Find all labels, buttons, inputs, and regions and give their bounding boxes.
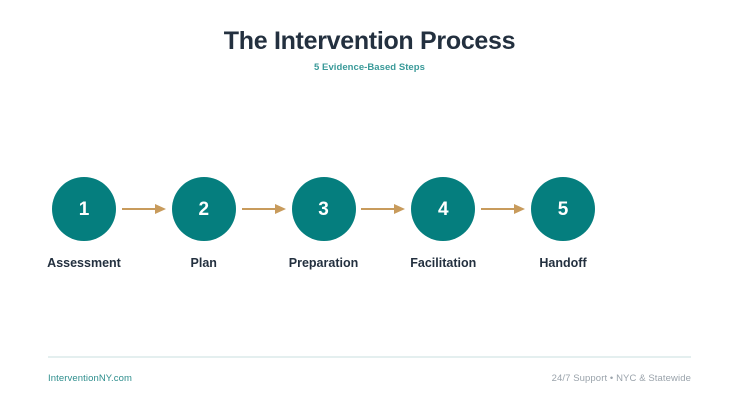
process-step-4[interactable]: 4 Facilitation — [410, 177, 477, 271]
process-step-5[interactable]: 5 Handoff — [531, 177, 595, 271]
step-circle-3: 3 — [291, 177, 356, 241]
process-step-1[interactable]: 1 Assessment — [47, 177, 121, 271]
step-number-3: 3 — [318, 198, 329, 220]
arrow-right-icon — [121, 204, 166, 214]
step-label-4: Facilitation — [410, 256, 477, 270]
process-step-3[interactable]: 3 Preparation — [288, 177, 359, 271]
arrow-right-icon — [241, 204, 286, 214]
header: The Intervention Process 5 Evidence-Base… — [0, 26, 739, 75]
connector-3 — [356, 177, 412, 241]
step-number-5: 5 — [557, 198, 569, 220]
connector-1 — [116, 177, 172, 241]
step-circle-4: 4 — [411, 177, 476, 241]
connector-4 — [475, 177, 531, 241]
step-label-1: Assessment — [47, 256, 121, 270]
step-label-5: Handoff — [539, 256, 587, 270]
step-circle-2: 2 — [171, 177, 236, 241]
process-flow: 1 Assessment 2 Plan 3 P — [47, 177, 595, 271]
step-label-2: Plan — [190, 256, 217, 270]
arrow-right-icon — [361, 204, 406, 214]
footer-website-link[interactable]: InterventionNY.com — [48, 373, 133, 384]
process-step-2[interactable]: 2 Plan — [171, 177, 236, 271]
page-subtitle: 5 Evidence-Based Steps — [314, 62, 425, 73]
step-number-1: 1 — [78, 198, 90, 220]
step-label-3: Preparation — [288, 256, 359, 270]
step-number-4: 4 — [437, 198, 449, 220]
step-circle-5: 5 — [531, 177, 595, 241]
arrow-right-icon — [481, 204, 526, 214]
footer-divider — [48, 356, 691, 358]
page-title: The Intervention Process — [223, 27, 516, 55]
footer-tagline: 24/7 Support • NYC & Statewide — [551, 373, 691, 384]
footer: InterventionNY.com 24/7 Support • NYC & … — [48, 372, 691, 385]
step-circle-1: 1 — [52, 177, 116, 241]
step-number-2: 2 — [198, 198, 210, 220]
connector-2 — [236, 177, 292, 241]
